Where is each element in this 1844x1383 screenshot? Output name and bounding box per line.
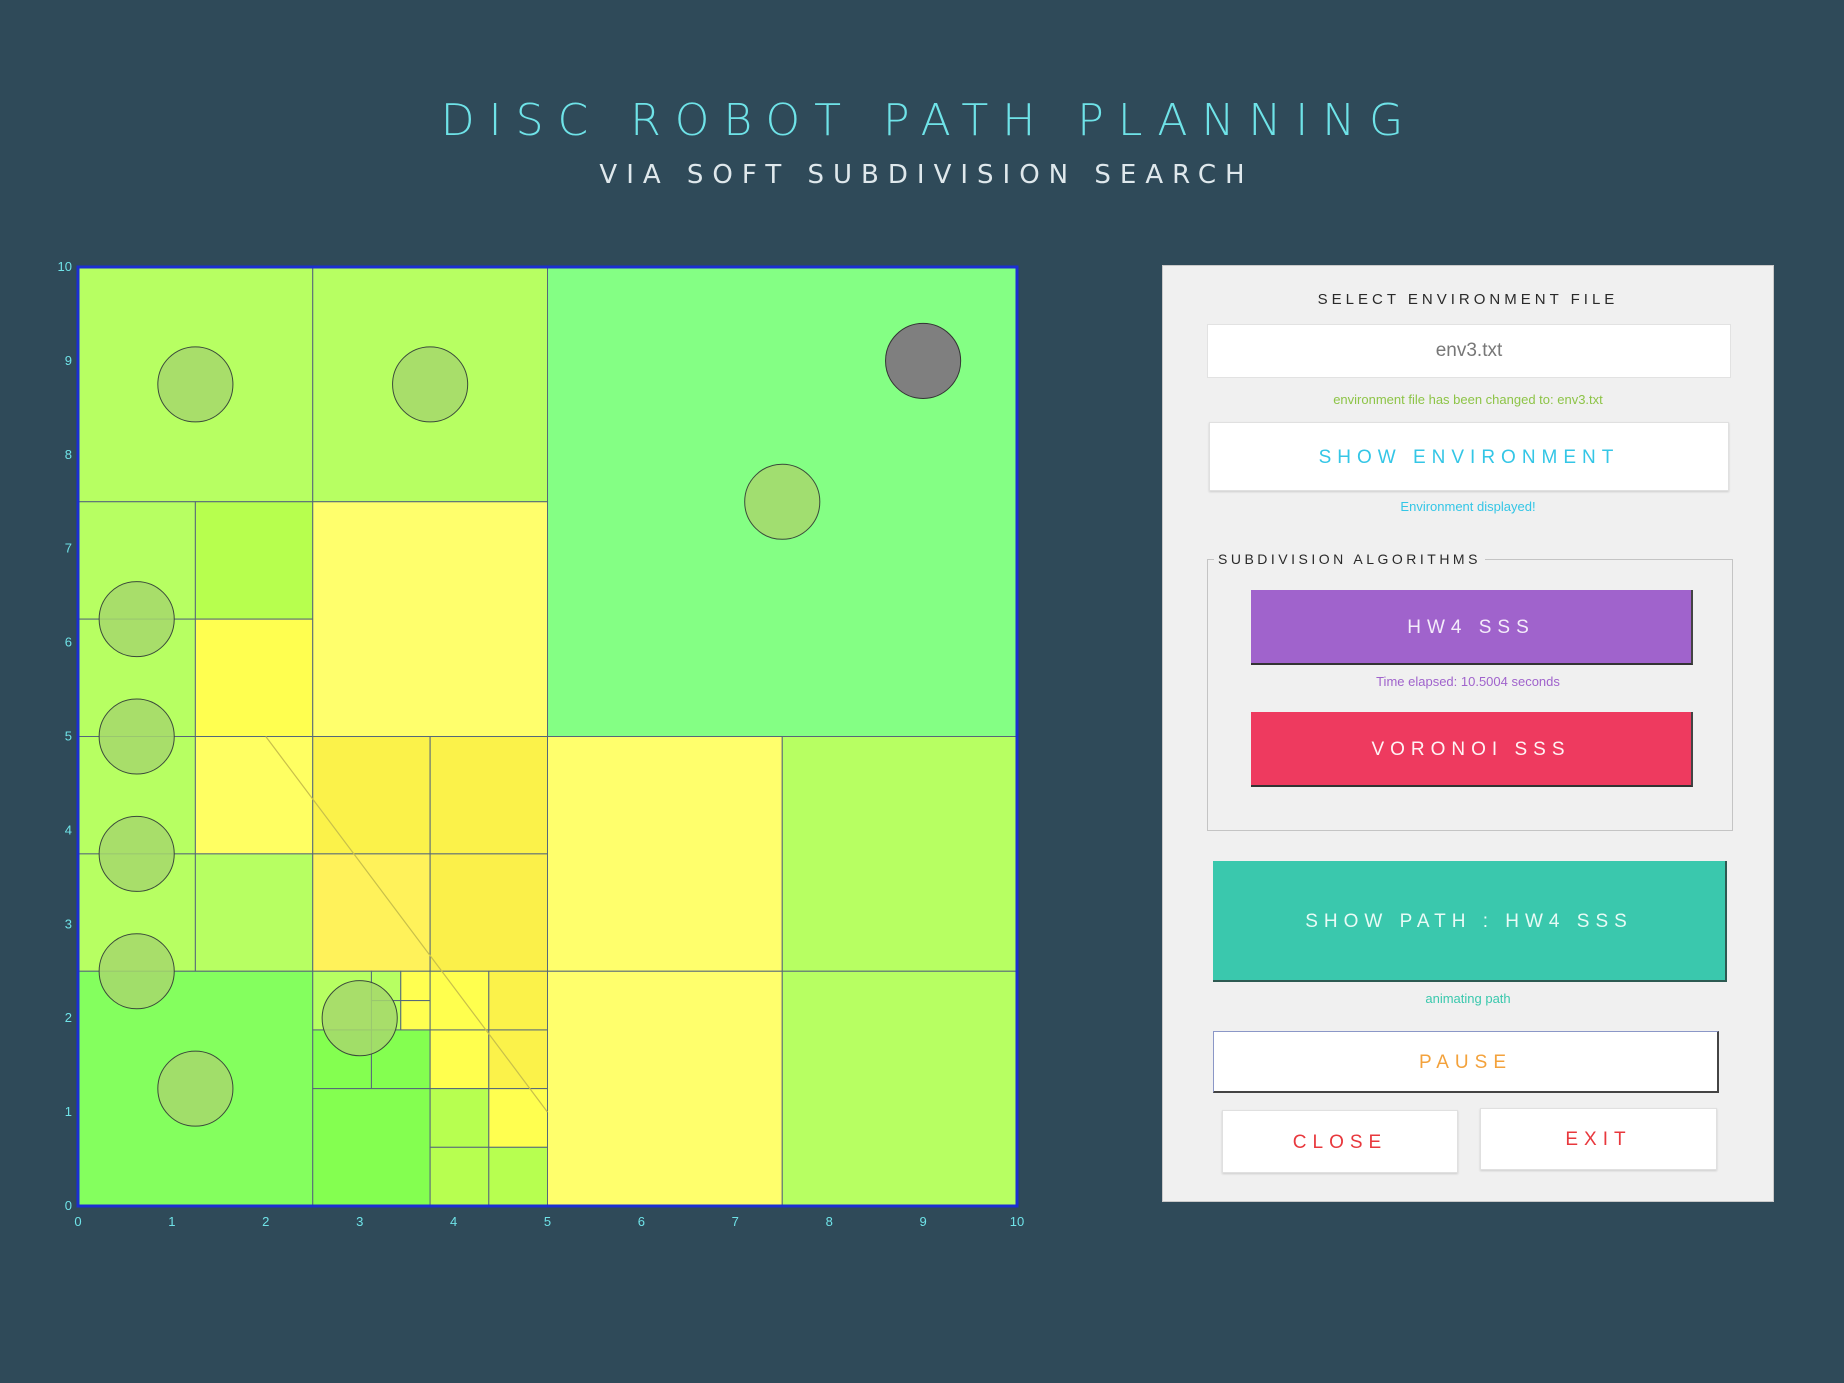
pause-button[interactable]: PAUSE	[1213, 1031, 1719, 1093]
y-tick-label: 4	[65, 822, 72, 837]
x-tick-label: 0	[74, 1214, 81, 1229]
subdivision-box	[312, 853, 431, 972]
subdivision-box	[194, 618, 314, 737]
subdivision-box	[488, 1146, 548, 1207]
header: DISC ROBOT PATH PLANNING VIA SOFT SUBDIV…	[0, 95, 1844, 190]
obstacle-disc	[157, 346, 234, 423]
path-segment	[265, 736, 548, 1113]
subdivision-box	[194, 853, 314, 972]
obstacle-disc	[392, 346, 469, 423]
x-tick-label: 8	[826, 1214, 833, 1229]
subdivision-box	[400, 1000, 431, 1031]
page-subtitle: VIA SOFT SUBDIVISION SEARCH	[599, 160, 1254, 190]
subdivision-algorithms-group: SUBDIVISION ALGORITHMS	[1207, 551, 1733, 831]
x-tick-label: 5	[544, 1214, 551, 1229]
hw4-sss-button[interactable]: HW4 SSS	[1251, 590, 1693, 665]
y-tick-label: 9	[65, 353, 72, 368]
y-tick-label: 7	[65, 541, 72, 556]
subdivision-box	[400, 970, 431, 1002]
subdivision-box	[547, 736, 783, 972]
x-tick-label: 9	[919, 1214, 926, 1229]
subdivision-box	[312, 736, 431, 855]
x-tick-label: 6	[638, 1214, 645, 1229]
voronoi-sss-button[interactable]: VORONOI SSS	[1251, 712, 1693, 787]
obstacle-disc	[321, 980, 398, 1057]
time-elapsed-message: Time elapsed: 10.5004 seconds	[1376, 674, 1560, 689]
subdivision-algorithms-legend: SUBDIVISION ALGORITHMS	[1214, 551, 1485, 567]
subdivision-box	[312, 1088, 431, 1207]
obstacle-disc	[98, 698, 175, 775]
obstacle-disc	[157, 1050, 234, 1127]
control-panel: SELECT ENVIRONMENT FILE env3.txt environ…	[1162, 265, 1774, 1202]
subdivision-box	[194, 736, 314, 855]
subdivision-box	[488, 1088, 548, 1148]
workspace-plot: 0 1 2 3 4 5 6 7 8 9 10 0 1 2 3 4 5 6 7 8 9 10	[58, 259, 1025, 1229]
obstacle-disc	[98, 933, 175, 1010]
close-button[interactable]: CLOSE	[1222, 1110, 1458, 1173]
env-displayed-message: Environment displayed!	[1400, 499, 1536, 514]
show-path-button[interactable]: SHOW PATH : HW4 SSS	[1213, 861, 1727, 982]
x-tick-label: 4	[450, 1214, 457, 1229]
subdivision-box	[194, 501, 314, 620]
subdivision-box	[312, 501, 548, 737]
subdivision-box	[429, 1029, 490, 1090]
exit-button[interactable]: EXIT	[1480, 1108, 1717, 1170]
subdivision-box	[488, 970, 548, 1031]
x-tick-label: 10	[1010, 1214, 1024, 1229]
y-tick-label: 5	[65, 729, 72, 744]
subdivision-box	[429, 1088, 490, 1148]
obstacle-disc	[98, 581, 175, 658]
show-environment-button[interactable]: SHOW ENVIRONMENT	[1209, 422, 1729, 491]
obstacle-disc	[744, 463, 821, 540]
y-tick-label: 2	[65, 1010, 72, 1025]
env-file-label: SELECT ENVIRONMENT FILE	[1317, 291, 1619, 308]
x-tick-label: 3	[356, 1214, 363, 1229]
y-tick-label: 1	[65, 1104, 72, 1119]
x-tick-label: 2	[262, 1214, 269, 1229]
y-tick-label: 8	[65, 447, 72, 462]
subdivision-box	[781, 736, 1018, 972]
env-file-input[interactable]: env3.txt	[1207, 324, 1731, 378]
subdivision-box	[488, 1029, 548, 1090]
y-tick-label: 6	[65, 635, 72, 650]
x-tick-label: 1	[168, 1214, 175, 1229]
subdivision-box	[781, 970, 1018, 1207]
subdivision-box	[429, 853, 548, 972]
y-tick-label: 0	[65, 1198, 72, 1213]
workspace-border	[76, 265, 1019, 1208]
x-tick-label: 7	[732, 1214, 739, 1229]
animating-path-message: animating path	[1425, 991, 1511, 1006]
subdivision-box	[547, 970, 783, 1207]
env-changed-message: environment file has been changed to: en…	[1333, 392, 1603, 407]
obstacle-disc	[98, 815, 175, 892]
subdivision-box	[429, 1146, 490, 1207]
page-title: DISC ROBOT PATH PLANNING	[440, 95, 1418, 146]
subdivision-box	[429, 736, 548, 855]
y-tick-label: 3	[65, 916, 72, 931]
robot-disc	[885, 322, 962, 399]
y-tick-label: 10	[58, 259, 72, 274]
